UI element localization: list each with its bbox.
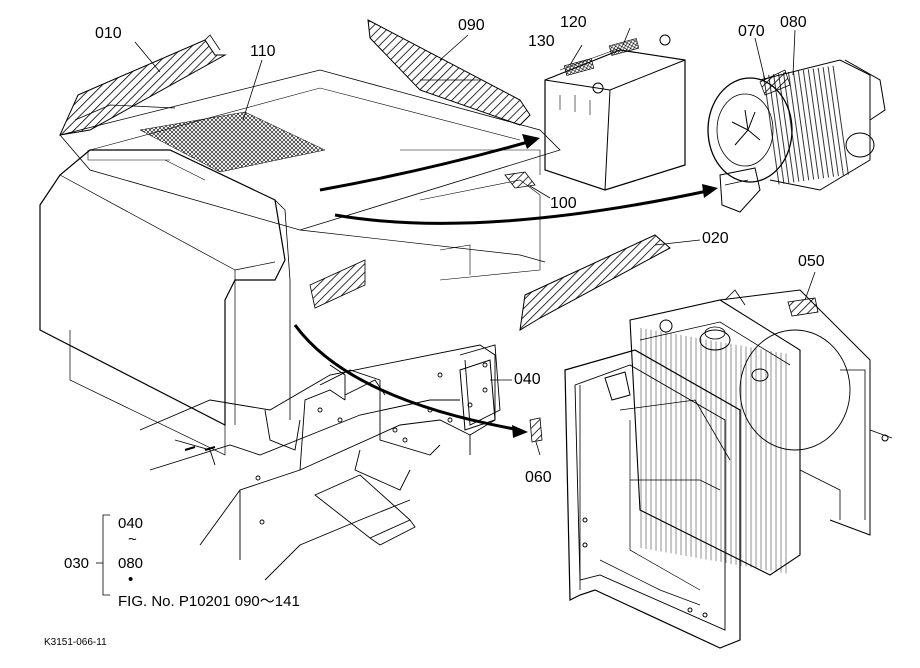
callout-060: 060 [525,469,552,486]
callout-130: 130 [528,33,555,50]
pad-side [309,259,366,309]
callout-040: 040 [514,371,541,388]
callout-020: 020 [702,230,729,247]
side-cover [39,149,291,456]
pad-100 [504,171,536,189]
callout-110: 110 [250,43,276,60]
callout-100: 100 [550,195,577,212]
pad-060 [529,417,543,443]
radiator-assembly [564,289,893,649]
group-tilde: ~ [128,531,137,548]
assembly-arrows [293,138,713,432]
group-dot: • [128,571,134,588]
leader-lines [96,27,816,596]
chassis-frame [139,344,501,581]
bracket-040 [459,359,496,431]
callout-120: 120 [560,14,587,31]
callout-030: 030 [64,555,90,572]
pad-090 [367,19,531,126]
callout-050: 050 [798,253,825,270]
group-start: 040 [118,515,144,532]
pad-020 [519,234,671,331]
battery [544,34,686,191]
decal-110 [139,111,326,173]
pad-050 [787,297,819,317]
figure-reference: FIG. No. P10201 090～141 [118,593,300,610]
callout-080: 080 [780,14,807,31]
callout-090: 090 [458,17,485,34]
air-cleaner [707,59,886,213]
callout-010: 010 [95,25,122,42]
group-end: 080 [118,555,144,572]
callout-070: 070 [738,23,765,40]
drawing-code: K3151-066-11 [44,637,107,648]
